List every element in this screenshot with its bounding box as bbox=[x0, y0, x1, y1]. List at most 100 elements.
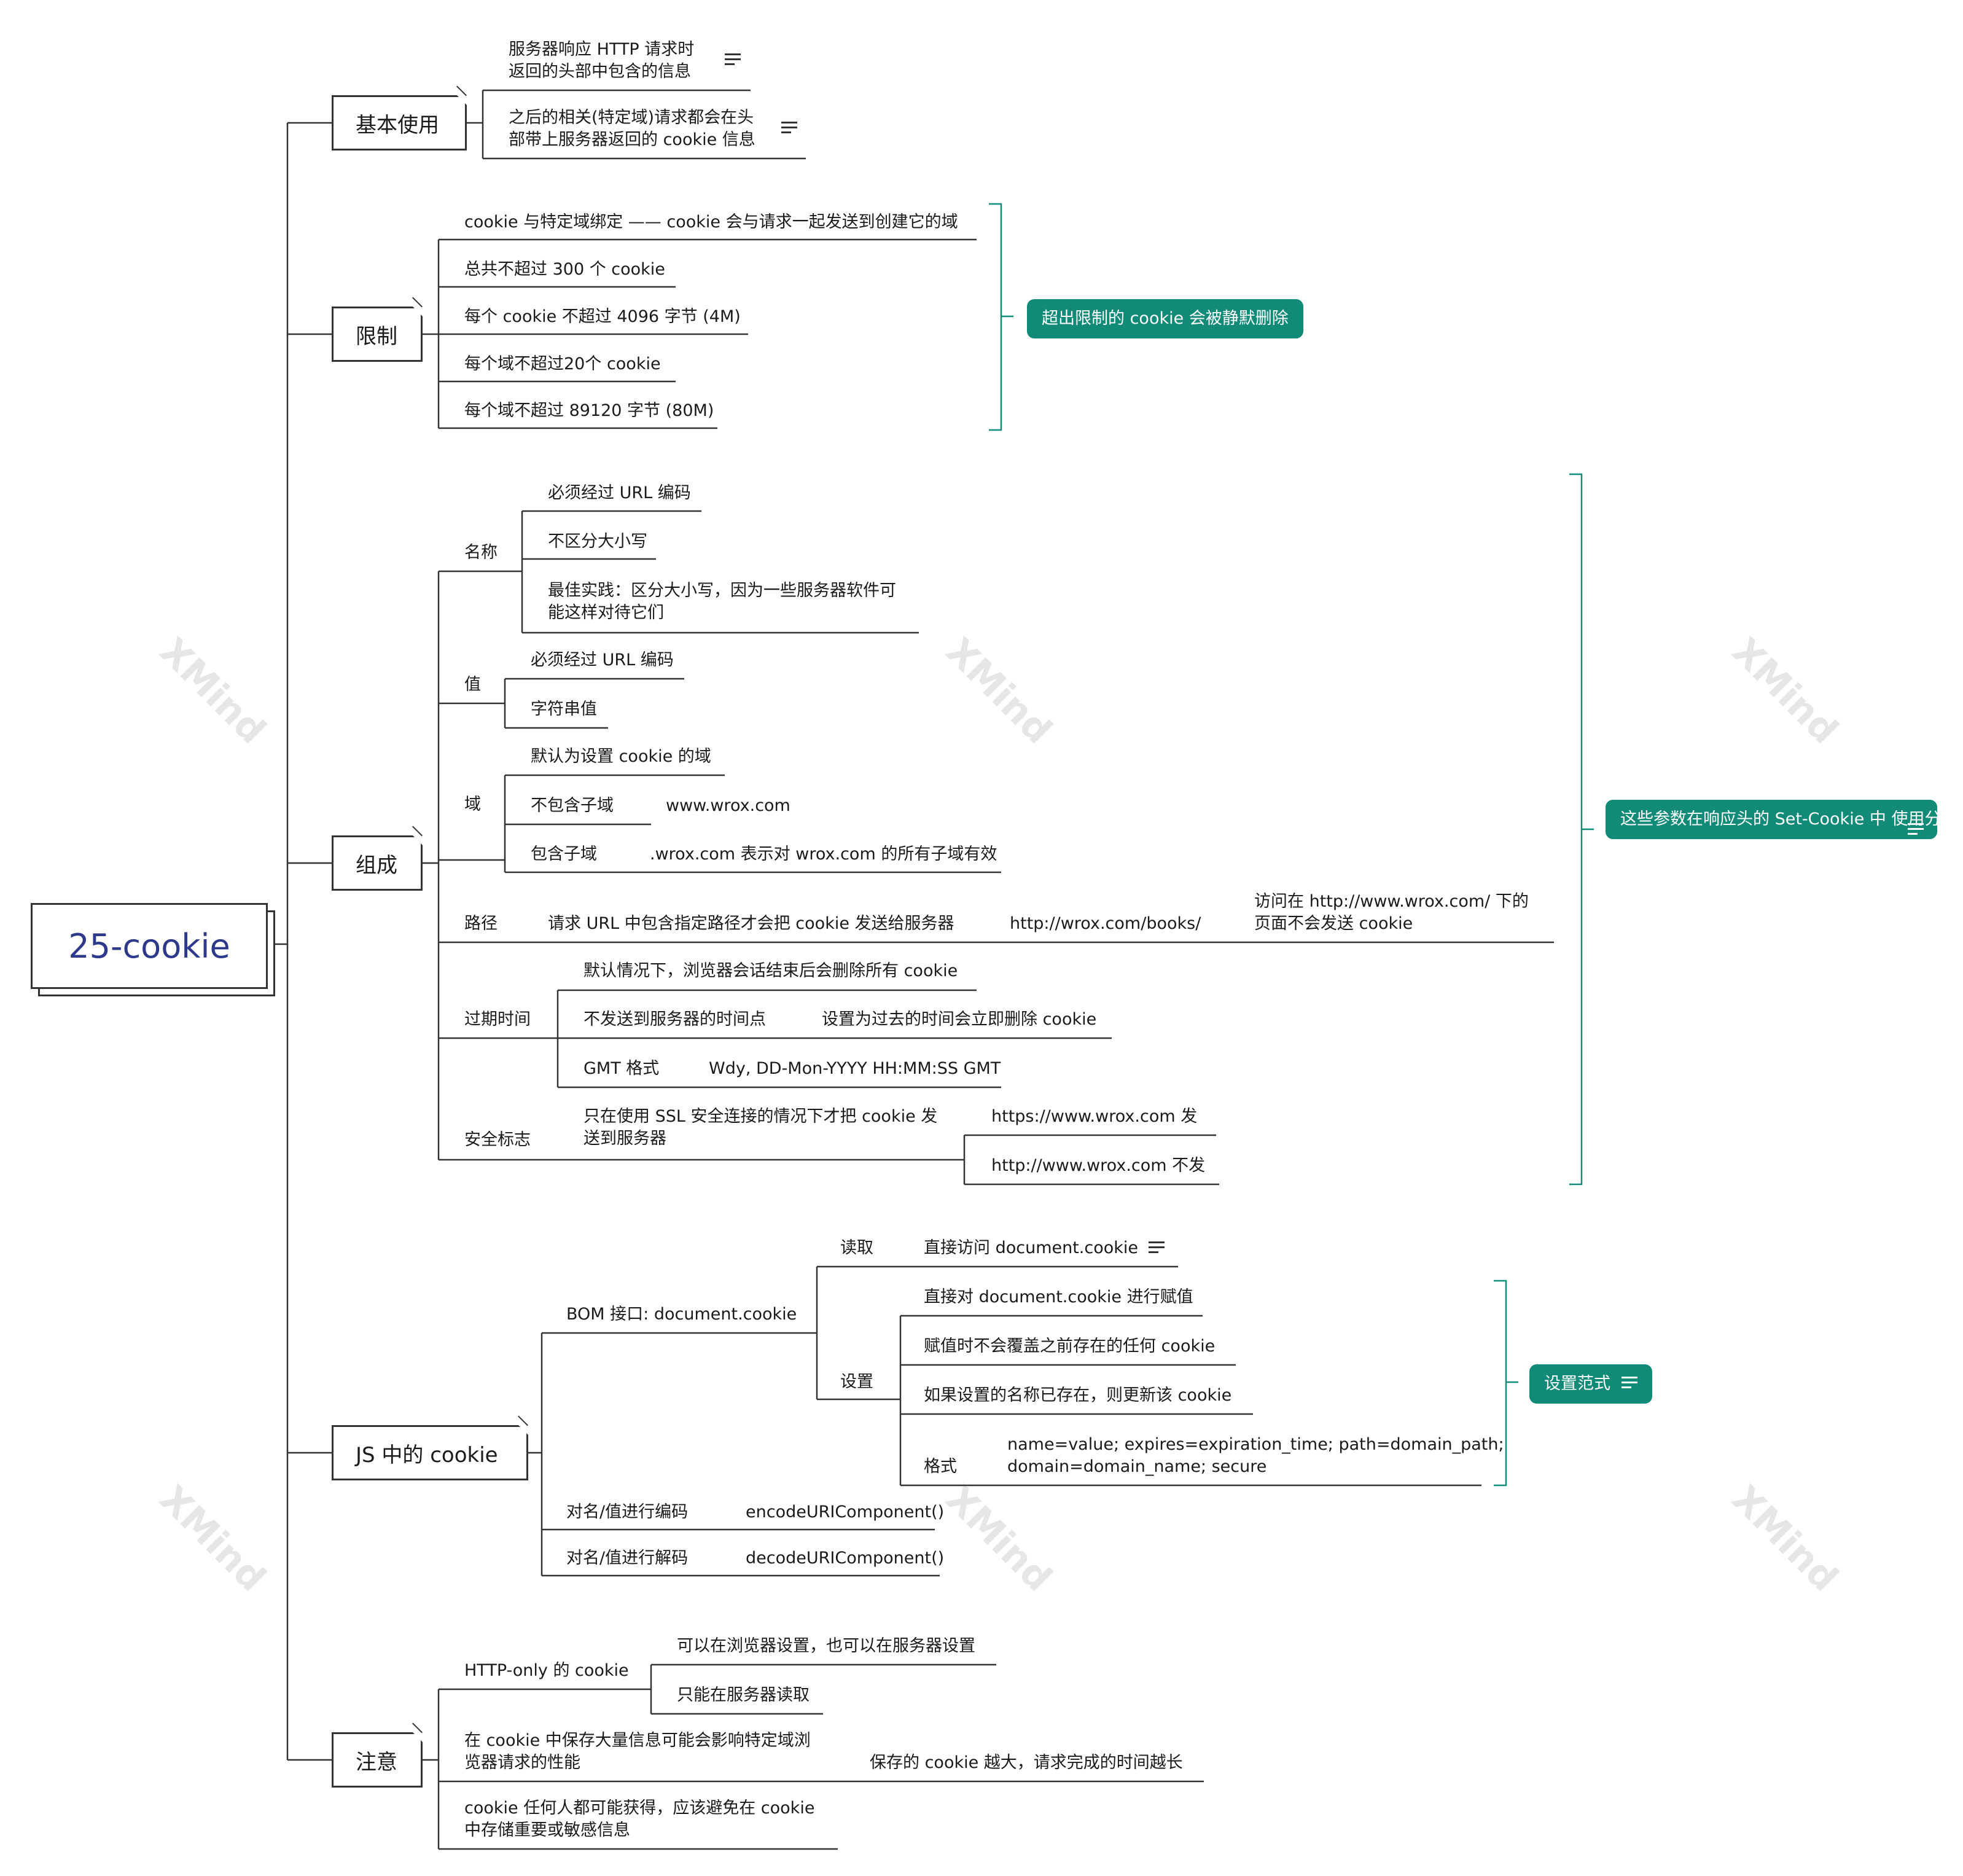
expires-stop[interactable]: 不发送到服务器的时间点 bbox=[583, 1010, 766, 1029]
js-decode-fn[interactable]: decodeURIComponent() bbox=[746, 1549, 945, 1568]
notes-perf-note[interactable]: 保存的 cookie 越大，请求完成的时间越长 bbox=[870, 1753, 1183, 1772]
expires-gmt[interactable]: GMT 格式 bbox=[583, 1059, 660, 1078]
notes-perf[interactable]: 在 cookie 中保存大量信息可能会影响特定域浏 览器请求的性能 bbox=[464, 1731, 811, 1772]
summary-text: 设置范式 bbox=[1544, 1374, 1610, 1393]
connector bbox=[521, 510, 919, 634]
root-topic[interactable]: 25-cookie bbox=[31, 903, 268, 989]
path-note[interactable]: 访问在 http://www.wrox.com/ 下的 页面不会发送 cooki… bbox=[1254, 892, 1529, 933]
domain-label[interactable]: 域 bbox=[464, 795, 481, 814]
domain-sub-example[interactable]: .wrox.com 表示对 wrox.com 的所有子域有效 bbox=[650, 845, 997, 864]
secure-desc[interactable]: 只在使用 SSL 安全连接的情况下才把 cookie 发 送到服务器 bbox=[583, 1107, 938, 1148]
topic-label: JS 中的 cookie bbox=[356, 1442, 498, 1468]
fold-corner bbox=[413, 1732, 423, 1742]
connector bbox=[423, 1689, 440, 1849]
js-read-label[interactable]: 读取 bbox=[840, 1238, 873, 1257]
name-item[interactable]: 不区分大小写 bbox=[548, 532, 647, 551]
note-icon[interactable] bbox=[1149, 1240, 1165, 1254]
connector bbox=[528, 1333, 543, 1576]
value-item[interactable]: 字符串值 bbox=[531, 700, 597, 719]
js-format-desc[interactable]: name=value; expires=expiration_time; pat… bbox=[1007, 1435, 1504, 1476]
summary-text: 这些参数在响应头的 Set-Cookie 中 使用分号和空格隔开 bbox=[1620, 810, 1963, 829]
topic-label: 注意 bbox=[356, 1749, 397, 1775]
connector bbox=[467, 90, 484, 158]
js-set-label[interactable]: 设置 bbox=[840, 1372, 873, 1391]
connector bbox=[270, 123, 289, 1760]
summary-text: 超出限制的 cookie 会被静默删除 bbox=[1042, 309, 1289, 328]
expires-default[interactable]: 默认情况下，浏览器会话结束后会删除所有 cookie bbox=[583, 961, 958, 980]
value-item[interactable]: 必须经过 URL 编码 bbox=[531, 651, 674, 670]
js-bom[interactable]: BOM 接口: document.cookie bbox=[566, 1305, 797, 1324]
js-set-summary[interactable]: 设置范式 bbox=[1529, 1364, 1652, 1404]
topic-basic[interactable]: 基本使用 bbox=[332, 95, 467, 150]
root-title: 25-cookie bbox=[68, 926, 230, 966]
basic-item-2[interactable]: 之后的相关(特定域)请求都会在头 部带上服务器返回的 cookie 信息 bbox=[509, 108, 755, 149]
topic-notes[interactable]: 注意 bbox=[332, 1732, 423, 1788]
basic-item-1[interactable]: 服务器响应 HTTP 请求时 返回的头部中包含的信息 bbox=[509, 40, 695, 81]
limit-item[interactable]: 每个域不超过20个 cookie bbox=[464, 354, 661, 373]
connector bbox=[556, 989, 1112, 1088]
domain-no-sub-example[interactable]: www.wrox.com bbox=[666, 796, 790, 815]
topic-limits[interactable]: 限制 bbox=[332, 307, 423, 362]
name-item[interactable]: 最佳实践：区分大小写，因为一些服务器软件可 能这样对待它们 bbox=[548, 581, 896, 622]
connector bbox=[963, 1134, 1219, 1186]
note-icon[interactable] bbox=[781, 120, 797, 134]
topic-label: 限制 bbox=[356, 324, 397, 349]
topic-parts[interactable]: 组成 bbox=[332, 835, 423, 891]
path-example[interactable]: http://wrox.com/books/ bbox=[1010, 914, 1201, 933]
js-encode-fn[interactable]: encodeURIComponent() bbox=[746, 1503, 945, 1522]
limit-item[interactable]: 每个 cookie 不超过 4096 字节 (4M) bbox=[464, 307, 741, 326]
limits-summary[interactable]: 超出限制的 cookie 会被静默删除 bbox=[1027, 299, 1303, 338]
secure-https[interactable]: https://www.wrox.com 发 bbox=[991, 1107, 1198, 1126]
notes-httponly-item[interactable]: 可以在浏览器设置，也可以在服务器设置 bbox=[677, 1636, 975, 1655]
js-set-item[interactable]: 直接对 document.cookie 进行赋值 bbox=[924, 1288, 1193, 1307]
limit-item[interactable]: cookie 与特定域绑定 —— cookie 会与请求一起发送到创建它的域 bbox=[464, 213, 958, 232]
note-icon[interactable] bbox=[725, 52, 741, 66]
limit-item[interactable]: 总共不超过 300 个 cookie bbox=[464, 260, 665, 279]
path-label[interactable]: 路径 bbox=[464, 914, 498, 933]
note-icon[interactable] bbox=[1622, 1375, 1637, 1389]
js-set-item[interactable]: 如果设置的名称已存在，则更新该 cookie bbox=[924, 1386, 1232, 1405]
js-read-desc[interactable]: 直接访问 document.cookie bbox=[924, 1238, 1139, 1257]
expires-gmt-format[interactable]: Wdy, DD-Mon-YYYY HH:MM:SS GMT bbox=[709, 1059, 1001, 1078]
connector bbox=[650, 1663, 996, 1715]
connector bbox=[423, 240, 440, 428]
summary-bracket bbox=[1569, 473, 1594, 1186]
value-label[interactable]: 值 bbox=[464, 675, 481, 694]
connector bbox=[504, 774, 1001, 874]
domain-no-sub[interactable]: 不包含子域 bbox=[531, 796, 614, 815]
connector bbox=[423, 571, 440, 1160]
name-item[interactable]: 必须经过 URL 编码 bbox=[548, 483, 691, 502]
js-set-item[interactable]: 赋值时不会覆盖之前存在的任何 cookie bbox=[924, 1337, 1216, 1356]
js-format-label[interactable]: 格式 bbox=[924, 1457, 957, 1476]
domain-default[interactable]: 默认为设置 cookie 的域 bbox=[531, 747, 711, 766]
secure-label[interactable]: 安全标志 bbox=[464, 1130, 531, 1149]
limit-item[interactable]: 每个域不超过 89120 字节 (80M) bbox=[464, 401, 714, 420]
connector bbox=[816, 1265, 900, 1401]
name-label[interactable]: 名称 bbox=[464, 543, 498, 562]
expires-label[interactable]: 过期时间 bbox=[464, 1010, 531, 1029]
topic-label: 组成 bbox=[356, 853, 397, 878]
js-encode[interactable]: 对名/值进行编码 bbox=[566, 1503, 689, 1522]
topic-label: 基本使用 bbox=[356, 112, 439, 138]
connector bbox=[899, 1315, 1481, 1487]
notes-httponly-item[interactable]: 只能在服务器读取 bbox=[677, 1686, 810, 1705]
notes-httponly[interactable]: HTTP-only 的 cookie bbox=[464, 1661, 629, 1680]
path-desc[interactable]: 请求 URL 中包含指定路径才会把 cookie 发送给服务器 bbox=[548, 914, 954, 933]
parts-summary[interactable]: 这些参数在响应头的 Set-Cookie 中 使用分号和空格隔开 bbox=[1606, 800, 1963, 839]
fold-corner bbox=[518, 1425, 528, 1435]
fold-corner bbox=[413, 835, 423, 845]
notes-sensitive[interactable]: cookie 任何人都可能获得，应该避免在 cookie 中存储重要或敏感信息 bbox=[464, 1799, 815, 1840]
js-decode[interactable]: 对名/值进行解码 bbox=[566, 1549, 689, 1568]
summary-bracket bbox=[1494, 1280, 1518, 1487]
connector bbox=[504, 678, 684, 729]
domain-sub[interactable]: 包含子域 bbox=[531, 845, 597, 864]
summary-bracket bbox=[989, 203, 1013, 431]
expires-stop-note[interactable]: 设置为过去的时间会立即删除 cookie bbox=[822, 1010, 1097, 1029]
secure-http[interactable]: http://www.wrox.com 不发 bbox=[991, 1156, 1206, 1175]
fold-corner bbox=[457, 95, 467, 105]
note-icon[interactable] bbox=[1908, 822, 1924, 835]
topic-js[interactable]: JS 中的 cookie bbox=[332, 1425, 528, 1480]
fold-corner bbox=[413, 307, 423, 316]
